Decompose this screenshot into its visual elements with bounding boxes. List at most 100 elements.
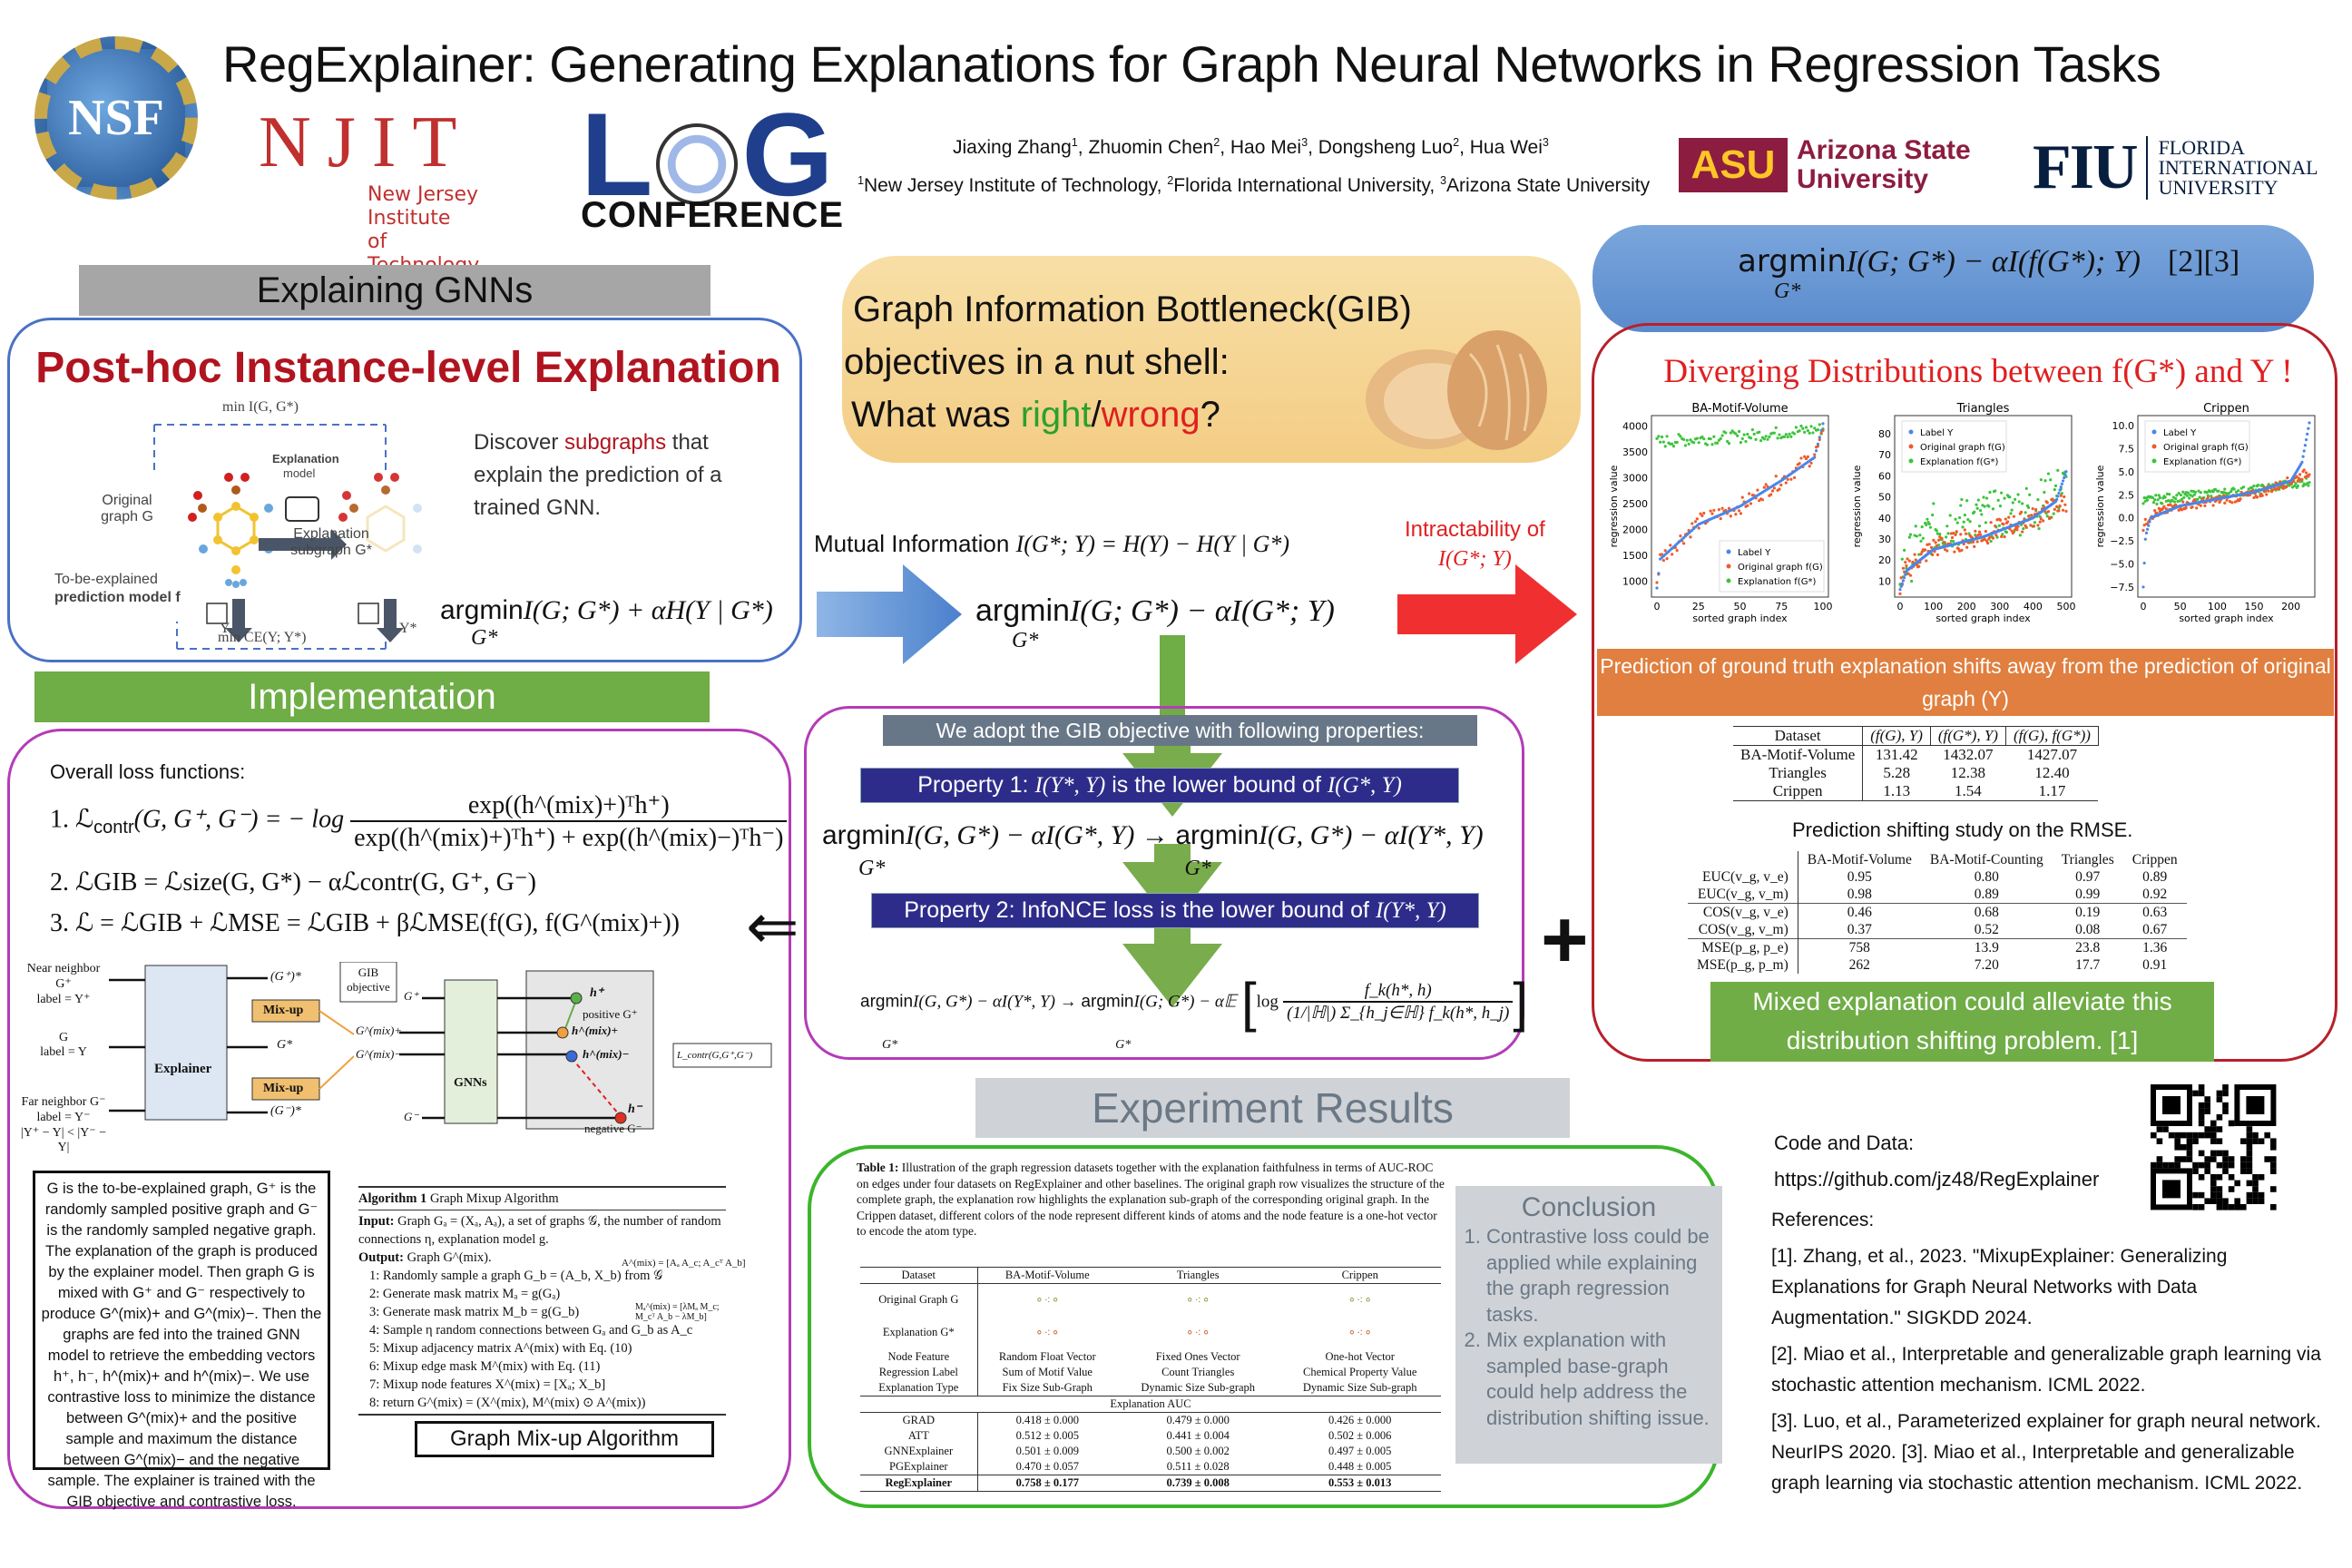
posthoc-diagram: min I(G, G*) Explanation model Original … (54, 390, 463, 653)
qr-module (2222, 1150, 2229, 1157)
data-point (1936, 538, 1941, 542)
data-point (2003, 496, 2006, 500)
data-point (1945, 524, 1949, 528)
data-point (1935, 529, 1938, 533)
data-point (2278, 486, 2281, 491)
affiliation-name: Florida International University (1173, 175, 1430, 196)
data-point (2234, 490, 2239, 494)
qr-module (2258, 1198, 2265, 1204)
data-point (2037, 526, 2041, 531)
table-cell: 1.36 (2142, 940, 2168, 956)
data-point (1756, 488, 1759, 492)
legend-label: Original graph f(G) (2163, 443, 2249, 453)
data-point (2012, 514, 2016, 518)
data-point (2057, 491, 2061, 495)
qr-module (2228, 1204, 2235, 1210)
data-point (2255, 495, 2259, 499)
data-point (2014, 497, 2017, 501)
data-point (1719, 436, 1722, 440)
x-tick-label: 200 (1957, 601, 1976, 612)
data-point (1764, 483, 1768, 486)
data-point (1744, 439, 1748, 444)
data-point (2022, 526, 2025, 531)
qr-module (2210, 1174, 2217, 1181)
data-point (2168, 493, 2171, 496)
data-point (1968, 520, 1972, 524)
data-point (2036, 497, 2040, 502)
table-header-cell (1688, 851, 1798, 868)
qr-module (2240, 1204, 2247, 1210)
code-and-data: Code and Data: https://github.com/jz48/R… (1774, 1125, 2099, 1198)
data-point (1709, 509, 1712, 513)
data-point (2028, 493, 2032, 496)
data-point (1982, 495, 1985, 499)
green-stem (1160, 635, 1185, 726)
data-point (2181, 500, 2185, 504)
data-point (2157, 494, 2161, 497)
data-point (1700, 514, 1704, 518)
data-point (1819, 431, 1823, 435)
legend-marker (2151, 444, 2157, 449)
data-point (1997, 524, 2001, 527)
data-point (1742, 433, 1746, 436)
table-header-cell: BA-Motif-Volume (1807, 852, 1912, 867)
table-cell: 7.20 (1974, 957, 1999, 973)
table-cell: Dynamic Size Sub-graph (1141, 1380, 1256, 1394)
table-cell: EUC(v_g, v_m) (1688, 886, 1798, 904)
data-point (1699, 512, 1702, 515)
reference-item: [3]. Luo, et al., Parameterized explaine… (1771, 1411, 2321, 1494)
qr-module (2270, 1168, 2277, 1174)
data-point (1816, 428, 1820, 432)
qr-finder (2151, 1084, 2192, 1126)
data-point (1697, 526, 1700, 530)
legend-marker (1726, 549, 1731, 554)
qr-module (2198, 1108, 2205, 1114)
data-point (2260, 494, 2264, 497)
author-list: Jiaxing Zhang1, Zhuomin Chen2, Hao Mei3,… (953, 136, 1549, 158)
data-point (2046, 510, 2051, 514)
data-point (1975, 540, 1979, 544)
data-point (1690, 522, 1694, 525)
log-conference-label: CONFERENCE (581, 195, 845, 235)
data-point (1952, 539, 1955, 544)
legend-label: Label Y (2163, 428, 2197, 438)
data-point (1942, 540, 1945, 544)
qr-code-icon[interactable] (2151, 1084, 2278, 1211)
data-point (1669, 544, 1672, 547)
github-link[interactable]: https://github.com/jz48/RegExplainer (1774, 1168, 2100, 1191)
qr-module (2228, 1161, 2235, 1169)
table-cell: ATT (860, 1427, 978, 1444)
data-point (1788, 432, 1791, 436)
data-point (2293, 484, 2297, 487)
data-point (1719, 516, 1722, 521)
data-point (2142, 495, 2146, 500)
y-tick-label: 1500 (1622, 550, 1648, 562)
data-point (1799, 424, 1803, 428)
data-point (1954, 533, 1957, 536)
data-point (1928, 525, 1932, 529)
data-point (1914, 524, 1917, 528)
data-point (2278, 480, 2282, 484)
data-point (2060, 499, 2063, 503)
legend-marker (2151, 429, 2157, 435)
author-name: Jiaxing Zhang (953, 137, 1072, 158)
table-cell: Explanation Type (860, 1379, 978, 1396)
legend (1901, 420, 2007, 473)
table-cell: Fixed Ones Vector (1155, 1349, 1240, 1363)
data-point (1683, 444, 1688, 447)
section-header-explaining-gnns: Explaining GNNs (79, 265, 710, 316)
x-tick-label: 50 (1734, 601, 1747, 612)
table-cell: 0.758 ± 0.177 (1015, 1475, 1079, 1489)
table-cell: 0.418 ± 0.000 (1015, 1413, 1079, 1426)
data-point (1945, 549, 1949, 553)
table1-caption: Table 1: Illustration of the graph regre… (857, 1161, 1445, 1238)
data-point (2185, 494, 2189, 497)
data-point (1798, 429, 1801, 433)
data-point (1792, 432, 1797, 436)
data-point (1952, 532, 1955, 535)
qr-module (2246, 1168, 2253, 1174)
y-tick-label: 2.5 (2119, 489, 2135, 501)
data-point (2190, 495, 2194, 498)
